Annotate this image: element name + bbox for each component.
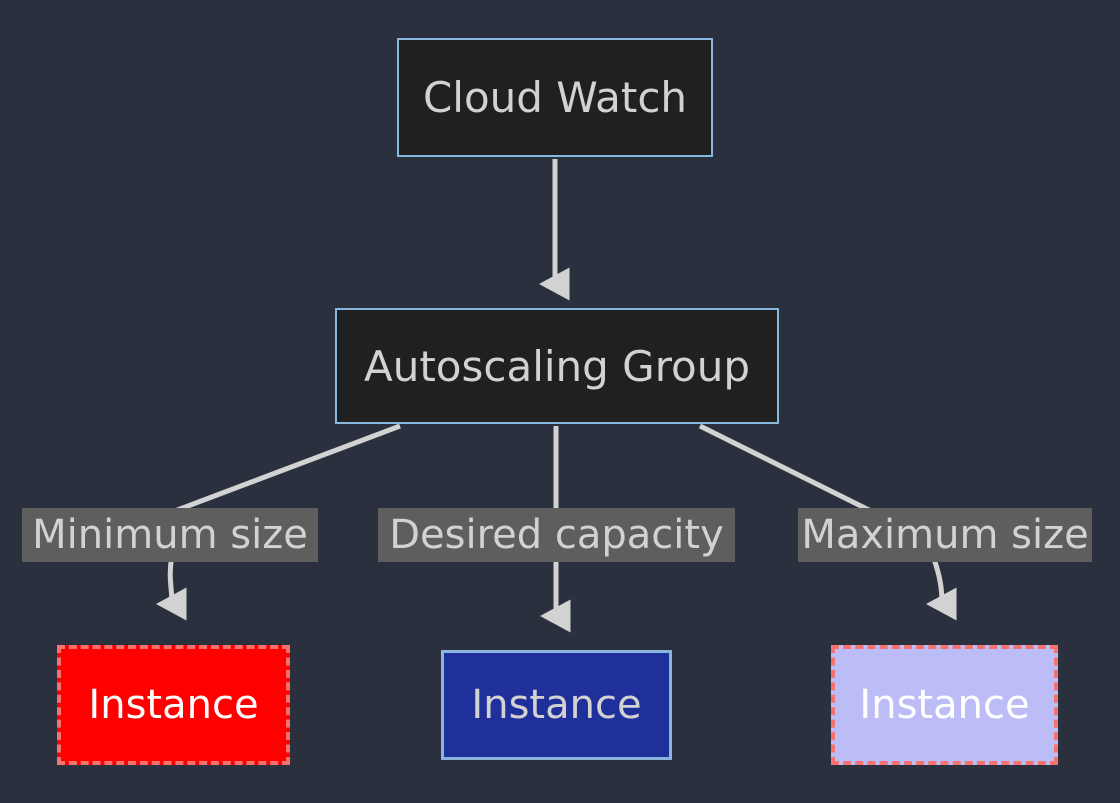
node-instance-maximum-label: Instance <box>859 682 1030 728</box>
node-cloud-watch-label: Cloud Watch <box>422 73 688 122</box>
node-autoscaling-group[interactable]: Autoscaling Group <box>335 308 779 424</box>
node-instance-maximum[interactable]: Instance <box>831 645 1058 765</box>
edge-label-desired-capacity-text: Desired capacity <box>389 512 724 558</box>
node-instance-desired[interactable]: Instance <box>441 650 672 760</box>
edge-label-minimum-size: Minimum size <box>22 508 318 562</box>
edge-label-desired-capacity: Desired capacity <box>378 508 735 562</box>
edge-label-maximum-size-text: Maximum size <box>801 512 1089 558</box>
node-cloud-watch[interactable]: Cloud Watch <box>397 38 713 157</box>
node-instance-desired-label: Instance <box>471 682 642 728</box>
node-instance-minimum[interactable]: Instance <box>57 645 290 765</box>
node-autoscaling-group-label: Autoscaling Group <box>363 341 751 391</box>
node-instance-minimum-label: Instance <box>88 682 259 728</box>
edge-label-minimum-size-text: Minimum size <box>32 512 308 558</box>
edge-label-maximum-size: Maximum size <box>798 508 1092 562</box>
